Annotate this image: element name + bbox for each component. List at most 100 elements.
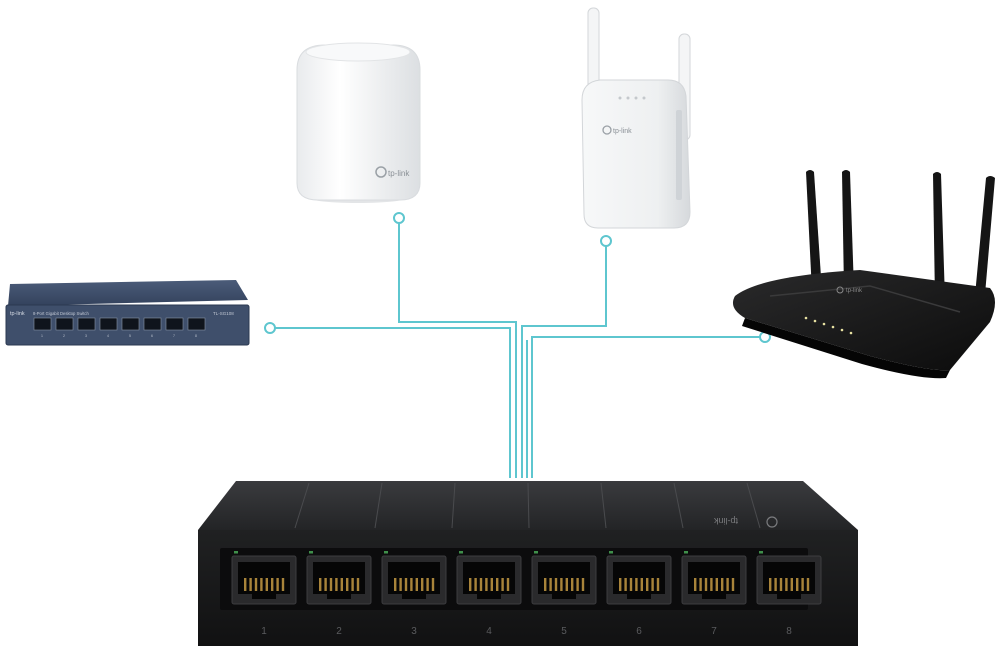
- port-pin: [726, 578, 729, 591]
- port-pin: [324, 578, 327, 591]
- port-pin: [785, 578, 788, 591]
- desktop-port-number: 6: [151, 334, 153, 338]
- port-pin: [281, 578, 285, 591]
- port-pin: [249, 578, 252, 591]
- port-pin: [710, 578, 713, 591]
- port-pin: [244, 578, 247, 591]
- desktop-port: [99, 317, 118, 331]
- port-pin: [319, 578, 322, 591]
- port-pin: [431, 578, 435, 591]
- port-pin: [656, 578, 660, 591]
- port-pin: [694, 578, 697, 591]
- mesh-body: [296, 44, 421, 201]
- tp-link-logo-icon: [766, 516, 778, 528]
- router-body: [732, 270, 995, 371]
- router-antenna-4: [974, 176, 995, 306]
- port-pin: [469, 578, 472, 591]
- router-antenna-1: [806, 170, 822, 292]
- port-led: [609, 551, 613, 554]
- desktop-switch-brand: tp-link: [10, 311, 25, 317]
- port-pin: [276, 578, 279, 591]
- port-pin: [576, 578, 579, 591]
- port-pin: [806, 578, 810, 591]
- port-pin: [335, 578, 338, 591]
- ethernet-port: 4: [456, 551, 522, 637]
- port-pin: [554, 578, 558, 591]
- port-number: 4: [486, 626, 492, 637]
- port-pin: [329, 578, 333, 591]
- port-pin: [399, 578, 402, 591]
- desktop-port-number: 4: [107, 334, 109, 338]
- port-pin: [790, 578, 793, 591]
- port-led: [384, 551, 388, 554]
- ethernet-port: 8: [756, 551, 822, 637]
- desktop-port: [187, 317, 206, 331]
- node-mesh-unit: [393, 212, 405, 224]
- extender-body: [581, 79, 691, 229]
- node-range-extender: [600, 235, 612, 247]
- port-pin: [774, 578, 777, 591]
- desktop-port-number: 7: [173, 334, 175, 338]
- port-number: 2: [336, 626, 342, 637]
- router-antennas: [806, 170, 995, 306]
- router-antenna-3: [933, 172, 945, 300]
- link-desktop-switch: [270, 327, 511, 478]
- router-front: [742, 318, 950, 379]
- port-pin: [490, 578, 493, 591]
- port-number: 3: [411, 626, 417, 637]
- ethernet-port: 2: [306, 551, 372, 637]
- port-pin: [356, 578, 360, 591]
- port-number: 1: [261, 626, 267, 637]
- port-pin: [635, 578, 638, 591]
- port-pin: [715, 578, 718, 591]
- port-pin: [544, 578, 547, 591]
- port-pin: [721, 578, 724, 591]
- port-pin: [506, 578, 510, 591]
- tp-link-logo-icon: [836, 286, 844, 294]
- port-pin: [619, 578, 622, 591]
- port-pin: [410, 578, 413, 591]
- extender-leds: [618, 96, 646, 100]
- desktop-port: [143, 317, 162, 331]
- desktop-switch-subtitle: 8-Port Gigabit Desktop Switch: [33, 311, 90, 316]
- ethernet-port: 6: [606, 551, 672, 637]
- port-led: [684, 551, 688, 554]
- node-desktop-switch: [264, 322, 276, 334]
- desktop-port: [33, 317, 52, 331]
- port-led: [759, 551, 763, 554]
- router-ridge: [769, 285, 961, 313]
- port-pin: [560, 578, 563, 591]
- port-pin: [474, 578, 477, 591]
- port-pin: [801, 578, 804, 591]
- port-pin: [571, 578, 574, 591]
- port-pin: [501, 578, 504, 591]
- desktop-switch-top: [8, 280, 248, 306]
- desktop-port: [165, 317, 184, 331]
- port-pin: [624, 578, 627, 591]
- port-led: [534, 551, 538, 554]
- port-pin: [565, 578, 568, 591]
- port-pin: [351, 578, 354, 591]
- ethernet-port: 7: [681, 551, 747, 637]
- desktop-port: [121, 317, 140, 331]
- tp-link-logo-icon: [602, 125, 612, 135]
- desktop-port-number: 5: [129, 334, 131, 338]
- desktop-switch-ports: [33, 317, 206, 331]
- extender-vent: [676, 110, 682, 200]
- port-pin: [271, 578, 274, 591]
- mesh-brand: tp-link: [388, 169, 410, 178]
- connector-lines: [270, 218, 765, 478]
- link-range-extender: [521, 241, 607, 478]
- link-mesh-unit: [398, 218, 517, 478]
- port-led: [234, 551, 238, 554]
- port-pin: [796, 578, 799, 591]
- extender-brand: tp-link: [613, 128, 632, 135]
- port-pin: [426, 578, 429, 591]
- main-switch-brand: tp-link: [714, 516, 739, 526]
- port-pin: [704, 578, 708, 591]
- desktop-port-number: 8: [195, 334, 197, 338]
- desktop-port-numbers: 1 2 3 4 5 6 7 8: [41, 334, 197, 338]
- port-led: [459, 551, 463, 554]
- port-pin: [640, 578, 643, 591]
